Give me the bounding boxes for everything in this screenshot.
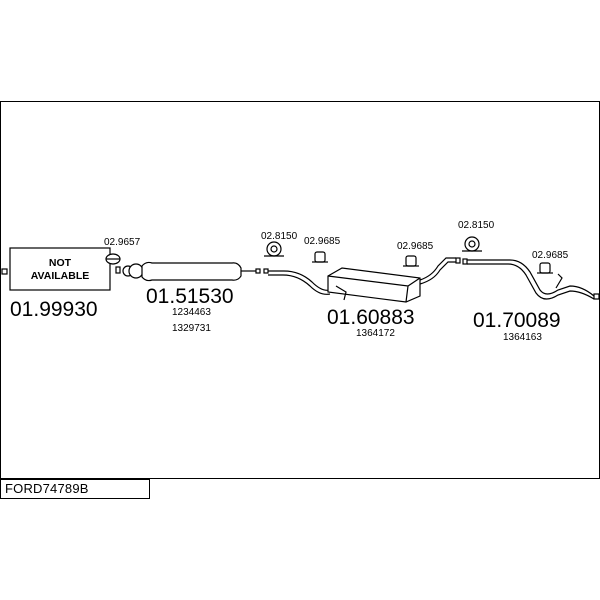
part-ref-1234463: 1234463	[172, 307, 211, 318]
not-available-line-1: NOT	[49, 257, 72, 269]
right-connector	[593, 293, 600, 300]
part-number-01-99930: 01.99930	[10, 298, 98, 321]
fitting-code-2: 02.8150	[261, 231, 298, 242]
fitting-code-6: 02.9685	[532, 250, 569, 261]
fitting-ring-icon	[264, 241, 284, 257]
product-code: FORD74789B	[5, 481, 89, 496]
part-ref-1364172: 1364172	[356, 328, 395, 339]
product-code-box: FORD74789B	[0, 479, 150, 499]
fitting-hanger-icon	[312, 251, 328, 263]
fitting-hanger-icon	[537, 262, 553, 274]
part-number-01-70089: 01.70089	[473, 309, 561, 332]
not-available-box: NOT AVAILABLE	[9, 247, 111, 291]
fitting-code-4: 02.9685	[397, 241, 434, 252]
center-muffler-part	[263, 257, 461, 303]
part-number-01-51530: 01.51530	[146, 285, 234, 308]
fitting-code-1: 02.9657	[104, 237, 141, 248]
part-ref-1364163: 1364163	[503, 332, 542, 343]
fitting-hanger-icon	[403, 255, 419, 267]
front-muffler-part	[122, 261, 261, 282]
fitting-code-5: 02.8150	[458, 220, 495, 231]
part-number-01-60883: 01.60883	[327, 306, 415, 329]
rear-pipe-part	[462, 258, 595, 300]
left-connector	[1, 268, 8, 275]
part-ref-1329731: 1329731	[172, 323, 211, 334]
not-available-line-2: AVAILABLE	[31, 270, 90, 282]
fitting-code-3: 02.9685	[304, 236, 341, 247]
fitting-ring-icon	[462, 236, 482, 252]
fitting-clamp-icon	[105, 253, 121, 274]
